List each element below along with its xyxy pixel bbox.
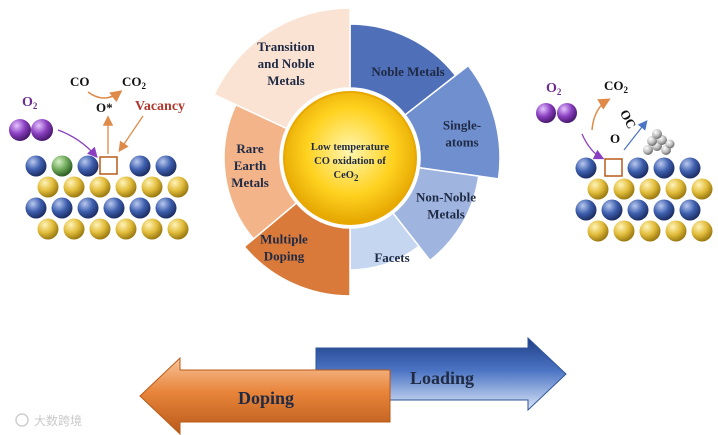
watermark-text: 大数跨境 xyxy=(34,413,82,428)
oxygen-atom xyxy=(115,176,137,198)
wheel-label-noble: Noble Metals xyxy=(371,64,444,79)
watermark: 大数跨境 xyxy=(15,413,82,428)
ce-atom xyxy=(679,199,701,221)
right-single-atom-scheme: O2 CO2 OC O xyxy=(536,78,713,242)
oxygen-atom xyxy=(63,176,85,198)
ce-atom xyxy=(653,157,675,179)
ce-atom xyxy=(575,157,597,179)
oxygen-atom xyxy=(665,220,687,242)
single-atom-cluster xyxy=(643,129,675,155)
vacancy-label: Vacancy xyxy=(135,99,185,114)
wheel-segment-nonnoble xyxy=(392,166,480,262)
oxygen-atom xyxy=(587,220,609,242)
oxygen-atom xyxy=(141,176,163,198)
ce-atom xyxy=(51,197,73,219)
oxygen-atom xyxy=(587,178,609,200)
wheel-label-single: Single-atoms xyxy=(443,118,481,150)
oxygen-atom xyxy=(167,218,189,240)
ce-atom xyxy=(129,155,151,177)
ce-atom xyxy=(25,197,47,219)
left-vacancy-scheme: CO CO2 O* Vacancy O2 xyxy=(9,74,189,240)
ce-atom xyxy=(627,199,649,221)
oxygen-atom xyxy=(639,220,661,242)
center-line1: Low temperature xyxy=(311,142,390,153)
ce-atom xyxy=(679,157,701,179)
right-o2-atom-b xyxy=(557,103,577,123)
doping-label: Doping xyxy=(238,388,294,408)
o2-atom-a xyxy=(9,119,31,141)
loading-label: Loading xyxy=(410,368,474,388)
oxygen-atom xyxy=(691,220,713,242)
oxygen-atom xyxy=(89,218,111,240)
oxygen-atom xyxy=(63,218,85,240)
oxygen-atom xyxy=(691,178,713,200)
left-o2-arrow xyxy=(57,129,98,158)
center-line3: CeO2 xyxy=(334,170,359,183)
ce-atom xyxy=(129,197,151,219)
wheel-segment-transition xyxy=(213,7,351,130)
right-vacancy-box xyxy=(604,158,623,177)
o2-atom-b xyxy=(31,119,53,141)
wheel-label-facets: Facets xyxy=(374,250,409,265)
right-o2-atom-a xyxy=(536,103,556,123)
oxygen-atom xyxy=(37,218,59,240)
wheel-segment-multiple xyxy=(243,201,351,297)
vacancy-box xyxy=(99,156,118,175)
right-ceria-lattice xyxy=(575,157,713,242)
doping-arrow: Doping xyxy=(139,356,391,435)
ce-atom xyxy=(627,157,649,179)
center-line2: CO oxidation of xyxy=(314,156,386,167)
ce-atom xyxy=(25,155,47,177)
left-o2-label: O2 xyxy=(22,95,38,111)
ce-atom xyxy=(653,199,675,221)
oxygen-atom xyxy=(37,176,59,198)
oxygen-atom xyxy=(115,218,137,240)
right-co-arrow xyxy=(623,120,648,151)
right-o2-arrow xyxy=(581,133,605,160)
ce-atom xyxy=(575,199,597,221)
left-ostar-label: O* xyxy=(96,100,113,115)
oxygen-atom xyxy=(665,178,687,200)
ce-atom xyxy=(155,155,177,177)
ce-atom xyxy=(77,197,99,219)
right-oc-label: OC xyxy=(617,107,639,131)
center-circle: Low temperature CO oxidation of CeO2 xyxy=(283,91,417,225)
oxygen-atom xyxy=(613,220,635,242)
left-co2-label: CO2 xyxy=(122,74,147,91)
left-reaction-arrow xyxy=(87,90,123,103)
right-o-label: O xyxy=(610,131,620,146)
oxygen-atom xyxy=(141,218,163,240)
right-o2-label: O2 xyxy=(546,81,562,97)
wheel-segment-single xyxy=(404,64,501,180)
left-co-label: CO xyxy=(70,74,90,89)
dopant-atom xyxy=(51,155,73,177)
ce-atom xyxy=(601,199,623,221)
oxygen-atom xyxy=(89,176,111,198)
oxygen-atom xyxy=(613,178,635,200)
oxygen-atom xyxy=(639,178,661,200)
right-co2-label: CO2 xyxy=(604,78,629,95)
left-ceria-lattice xyxy=(25,155,189,240)
oxygen-atom xyxy=(167,176,189,198)
vacancy-pointer xyxy=(118,115,144,153)
watermark-icon xyxy=(15,413,29,427)
ce-atom xyxy=(103,197,125,219)
ce-atom xyxy=(155,197,177,219)
ce-atom xyxy=(77,155,99,177)
right-reaction-arrow xyxy=(591,98,611,131)
